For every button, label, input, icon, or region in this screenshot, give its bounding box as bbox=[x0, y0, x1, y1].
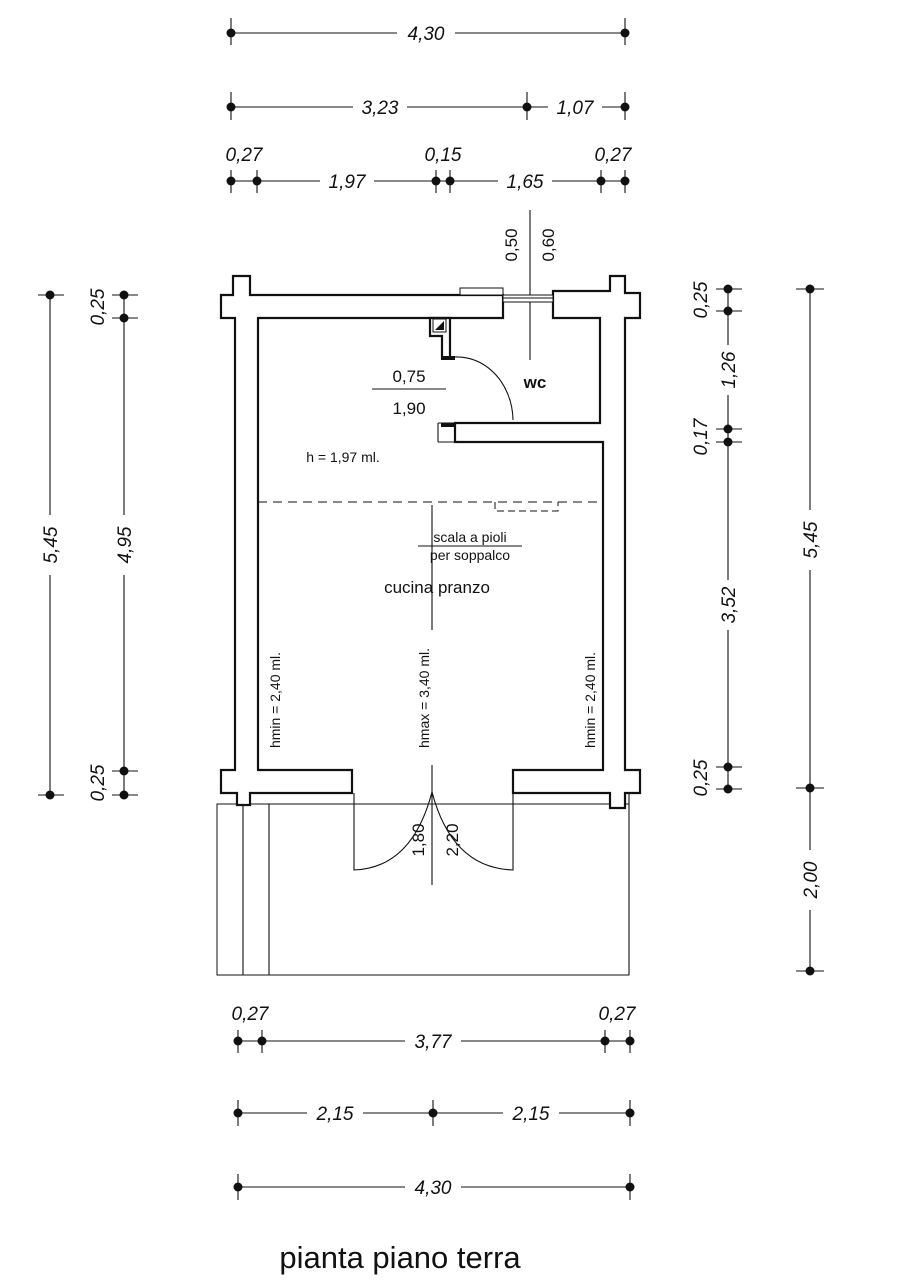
dim-total-width-bottom: 4,30 bbox=[415, 1178, 452, 1199]
entrance-door-height: 2,20 bbox=[443, 823, 462, 856]
dim-left-0-25-bottom: 0,25 bbox=[88, 764, 109, 801]
dim-right-0-17: 0,17 bbox=[691, 417, 712, 455]
dim-right-2-00: 2,00 bbox=[801, 861, 822, 899]
dim-3-23: 3,23 bbox=[362, 98, 399, 119]
window-height: 0,60 bbox=[539, 228, 558, 261]
dim-right-3-52: 3,52 bbox=[719, 586, 740, 623]
dim-right-1-26: 1,26 bbox=[719, 351, 740, 388]
walls bbox=[219, 274, 642, 810]
dim-bottom-3-77: 3,77 bbox=[415, 1032, 453, 1053]
dim-bottom-2-15-a: 2,15 bbox=[316, 1104, 354, 1125]
hmin-right: hmin = 2,40 ml. bbox=[582, 652, 598, 748]
dim-right-0-25-top: 0,25 bbox=[691, 281, 712, 318]
dim-bottom-0-27-b: 0,27 bbox=[599, 1004, 637, 1025]
loft-label: per soppalco bbox=[430, 547, 510, 563]
terrace bbox=[216, 790, 630, 976]
top-dimensions: 4,30 3,23 1,07 0,27 1,97 0,15 1,65 0,27 … bbox=[226, 18, 633, 360]
hmin-left: hmin = 2,40 ml. bbox=[267, 652, 283, 748]
dim-bottom-2-15-b: 2,15 bbox=[512, 1104, 550, 1125]
dim-1-97: 1,97 bbox=[329, 172, 367, 193]
dim-right-0-25-bottom: 0,25 bbox=[691, 759, 712, 796]
hmax-label: hmax = 3,40 ml. bbox=[416, 648, 432, 748]
dim-left-4-95: 4,95 bbox=[115, 526, 136, 563]
window-width: 0,50 bbox=[502, 228, 521, 261]
dim-bottom-0-27-a: 0,27 bbox=[232, 1004, 270, 1025]
dim-left-0-25-top: 0,25 bbox=[88, 288, 109, 325]
dim-left-5-45: 5,45 bbox=[41, 526, 62, 563]
interior: wc 0,75 1,90 h = 1,97 ml. scala a pioli … bbox=[258, 367, 603, 885]
room-label-wc: wc bbox=[523, 373, 547, 392]
dim-0-15: 0,15 bbox=[425, 145, 462, 166]
dim-0-27-b: 0,27 bbox=[595, 145, 633, 166]
right-dimensions: 0,25 1,26 0,17 3,52 0,25 5,45 2,00 bbox=[691, 281, 824, 976]
dim-0-27-a: 0,27 bbox=[226, 145, 264, 166]
wc-ceiling-height: h = 1,97 ml. bbox=[306, 449, 380, 465]
dim-right-5-45: 5,45 bbox=[801, 521, 822, 558]
wc-door-width: 0,75 bbox=[392, 367, 425, 386]
plan-title: pianta piano terra bbox=[279, 1240, 521, 1275]
ladder-label: scala a pioli bbox=[433, 529, 506, 545]
left-dimensions: 5,45 0,25 4,95 0,25 bbox=[38, 288, 138, 801]
entrance-door-width: 1,80 bbox=[409, 823, 428, 856]
dim-1-07: 1,07 bbox=[557, 98, 595, 119]
room-label-kitchen: cucina pranzo bbox=[384, 578, 490, 597]
dim-1-65: 1,65 bbox=[507, 172, 544, 193]
bottom-dimensions: 0,27 3,77 0,27 2,15 2,15 4,30 bbox=[232, 1004, 637, 1200]
wc-door-height: 1,90 bbox=[392, 399, 425, 418]
dim-total-width-top: 4,30 bbox=[408, 24, 445, 45]
